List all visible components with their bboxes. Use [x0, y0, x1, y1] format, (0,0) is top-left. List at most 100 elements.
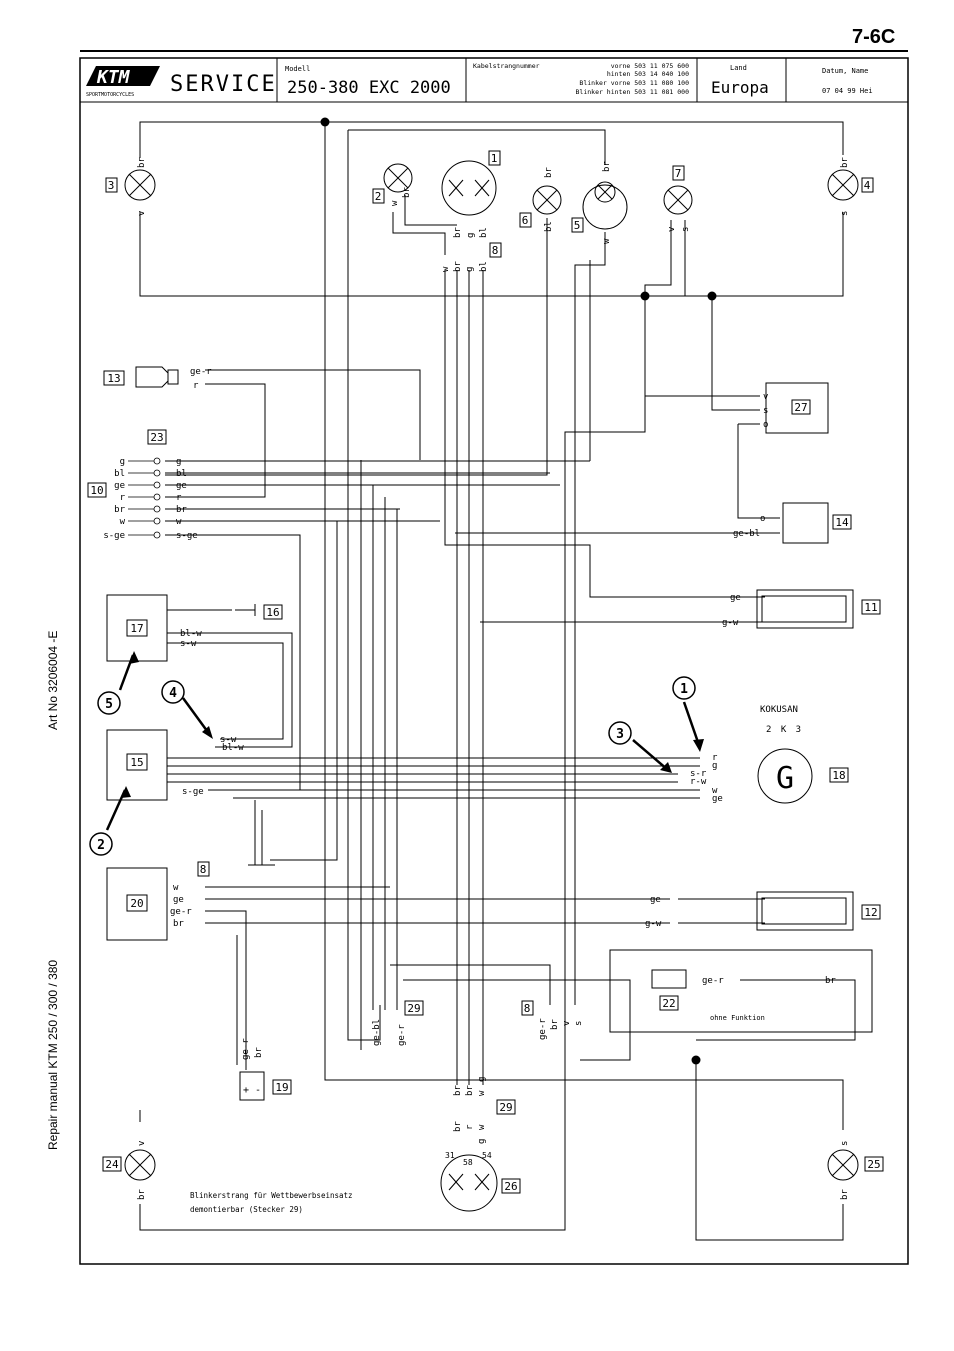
- no-function-box: [609, 949, 873, 1033]
- c23-right-5: w: [176, 517, 182, 527]
- lamp-6: [532, 185, 562, 215]
- c14-label-0: o: [760, 514, 765, 524]
- page-number: 7-6C: [852, 26, 896, 48]
- plug29-bottom-label-1: br: [465, 1085, 475, 1096]
- callout-4-circle: [161, 680, 185, 704]
- c12-label-0: ge: [650, 895, 661, 905]
- c23-right-2: ge: [176, 481, 187, 491]
- component-12-label: 12: [864, 906, 877, 919]
- labels-vertical: br v br s w br br g bl w br g bl br bl b…: [137, 157, 850, 1200]
- terminal-58: 58: [463, 1158, 473, 1167]
- brand-text: KTM: [96, 67, 131, 88]
- component-8-bottom-label: 8: [524, 1002, 531, 1015]
- lamp26-label-2: w: [477, 1124, 487, 1130]
- generator-18: [757, 748, 813, 804]
- lamp25-label-1: br: [840, 1189, 850, 1200]
- c15-label-1: bl-w: [222, 743, 244, 753]
- lamp-25: [827, 1149, 859, 1181]
- callout-5: 5: [105, 697, 113, 712]
- component-12-box: [756, 891, 854, 931]
- lamp4-label-0: br: [840, 157, 850, 168]
- arrow-heads: [121, 651, 704, 798]
- plug8-top-label-2: g: [465, 267, 475, 272]
- plug29-mid-label-0: ge-bl: [372, 1019, 382, 1046]
- lamp24-label-1: br: [137, 1189, 147, 1200]
- component-18-label: 18: [832, 769, 845, 782]
- component-27-label: 27: [794, 401, 807, 414]
- component-11-label: 11: [864, 601, 877, 614]
- c19-label-0: ge-r: [241, 1038, 251, 1060]
- lamp24-label-0: v: [137, 1141, 147, 1146]
- battery-19: [239, 1071, 265, 1101]
- land-value: Europa: [711, 78, 769, 97]
- callout-1: 1: [680, 682, 688, 697]
- component-11-box: [756, 589, 854, 629]
- c23-left-5: w: [120, 517, 126, 527]
- lamp6-label-0: br: [544, 167, 554, 178]
- lamp-24: [124, 1149, 156, 1181]
- c23-right-1: bl: [176, 469, 187, 479]
- component-1-label: 1: [491, 152, 498, 165]
- component-29-bottom-label: 29: [499, 1101, 512, 1114]
- c19-label-1: br: [254, 1047, 264, 1058]
- lamp25-label-0: s: [840, 1141, 850, 1146]
- plug29-mid-label-1: ge-r: [397, 1024, 407, 1046]
- component-22-box: [651, 969, 687, 989]
- lamp7-label-0: v: [667, 227, 677, 232]
- brand-sub: SPORTMOTORCYCLES: [86, 92, 134, 98]
- diagram-frame: [79, 57, 909, 1265]
- component-10-label: 10: [90, 484, 103, 497]
- model-value: 250-380 EXC 2000: [287, 78, 451, 98]
- labels-c23: g bl ge r br w s-ge g bl ge r br w s-ge: [103, 457, 197, 541]
- component-13-label: 13: [107, 372, 120, 385]
- c13-label-1: r: [193, 381, 199, 391]
- component-8-mid-label: 8: [200, 863, 207, 876]
- component-11-inner: [761, 595, 847, 623]
- generator-texts: KOKUSAN 2 K 3 G: [760, 705, 801, 796]
- component-4-label: 4: [864, 179, 871, 192]
- c23-left-6: s-ge: [103, 531, 125, 541]
- harness-row-2: hinten 503 14 040 100: [607, 70, 689, 78]
- number-boxes: [87, 150, 884, 1194]
- c18-label-1: g: [712, 761, 717, 771]
- harness-label: Kabelstrangnummer: [473, 62, 540, 70]
- harness-row-4: Blinker hinten 503 11 081 000: [576, 88, 690, 96]
- component-17-label: 17: [130, 622, 143, 635]
- c17-label-0: bl-w: [180, 629, 202, 639]
- c18-label-3: r-w: [690, 777, 707, 787]
- c23-left-0: g: [120, 457, 125, 467]
- title-block: [80, 58, 908, 103]
- c23-right-0: g: [176, 457, 181, 467]
- terminal-labels: 31 58 54: [445, 1151, 492, 1167]
- component-24-label: 24: [105, 1158, 119, 1171]
- note-turn-signal-2: demontierbar (Stecker 29): [190, 1205, 303, 1214]
- lamp6-label-1: bl: [544, 221, 554, 232]
- battery-polarity: + -: [243, 1085, 261, 1096]
- date-label: Datum, Name: [822, 67, 868, 75]
- c22-label-1: br: [825, 976, 836, 986]
- c22-label-0: ge-r: [702, 976, 724, 986]
- horn-13: [135, 366, 169, 388]
- terminal-54: 54: [482, 1151, 492, 1160]
- terminal-31: 31: [445, 1151, 455, 1160]
- component-15-label: 15: [130, 756, 143, 769]
- callout-4: 4: [169, 686, 177, 701]
- c20-label-1: ge: [173, 895, 184, 905]
- lamp3-label-0: br: [137, 157, 147, 168]
- c27-label-1: s: [763, 406, 768, 416]
- plug8-top-label-1: br: [453, 261, 463, 272]
- c23-left-2: ge: [114, 481, 125, 491]
- lamp-7: [663, 185, 693, 215]
- callout-2: 2: [97, 838, 105, 853]
- lamp5-label-0: br: [602, 161, 612, 172]
- header-texts: KTM SPORTMOTORCYCLES SERVICE Modell 250-…: [86, 62, 873, 98]
- component-19-label: 19: [275, 1081, 288, 1094]
- model-label: Modell: [285, 65, 310, 73]
- component-7-label: 7: [675, 167, 682, 180]
- lamp2-label-1: br: [402, 187, 412, 198]
- lamp4-label-1: s: [840, 211, 850, 216]
- component-5-label: 5: [574, 219, 581, 232]
- note-no-function: ohne Funktion: [710, 1014, 765, 1022]
- component-numbers: 1 2 3 4 5 6 7 8 8 8 10 11 12 13 14 15 16…: [90, 152, 880, 1193]
